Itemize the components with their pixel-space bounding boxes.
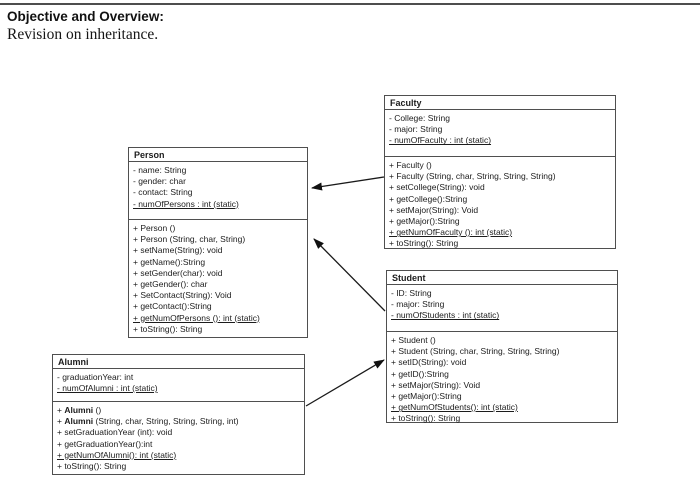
uml-method: + getNumOfAlumni(): int (static) xyxy=(57,449,177,460)
person-methods-section: + Person ()+ Person (String, char, Strin… xyxy=(129,220,307,338)
uml-method: + setMajor(String): Void xyxy=(389,204,479,215)
uml-attribute: - major: String xyxy=(391,299,445,310)
uml-attribute: - name: String xyxy=(133,165,187,175)
uml-attribute: - numOfPersons : int (static) xyxy=(133,198,239,209)
uml-method: + getID():String xyxy=(391,368,449,379)
uml-method: + setID(String): void xyxy=(391,357,467,368)
uml-attribute: - graduationYear: int xyxy=(57,372,134,382)
uml-method: + Person (String, char, String) xyxy=(133,234,246,245)
class-name-person: Person xyxy=(129,148,307,162)
inheritance-arrow-student-to-person xyxy=(313,238,386,312)
class-box-person: Person- name: String- gender: char- cont… xyxy=(128,147,308,338)
uml-method: + Faculty (String, char, String, String,… xyxy=(389,171,556,182)
uml-method: + toString(): String xyxy=(391,413,461,424)
class-name-faculty: Faculty xyxy=(385,96,615,110)
student-attributes-section: - ID: String- major: String- numOfStuden… xyxy=(387,285,617,332)
uml-method: + Student () xyxy=(391,335,436,345)
class-name-alumni: Alumni xyxy=(53,355,304,369)
uml-method: + setGraduationYear (int): void xyxy=(57,427,173,438)
uml-method: + getContact():String xyxy=(133,301,212,312)
class-name-student: Student xyxy=(387,271,617,285)
uml-method: + getGender(): char xyxy=(133,279,208,290)
uml-attribute: - numOfAlumni : int (static) xyxy=(57,383,158,394)
uml-attribute: - College: String xyxy=(389,113,450,123)
faculty-methods-section: + Faculty ()+ Faculty (String, char, Str… xyxy=(385,157,615,250)
uml-method: + getMajor():String xyxy=(391,391,462,402)
uml-attribute: - numOfFaculty : int (static) xyxy=(389,135,492,146)
uml-method: + SetContact(String): Void xyxy=(133,290,232,301)
student-methods-section: + Student ()+ Student (String, char, Str… xyxy=(387,332,617,424)
person-attributes-section: - name: String- gender: char- contact: S… xyxy=(129,162,307,220)
page-subtitle: Revision on inheritance. xyxy=(7,26,159,43)
top-divider-rule xyxy=(0,3,700,5)
uml-method: + setCollege(String): void xyxy=(389,182,485,193)
uml-method: + getCollege():String xyxy=(389,193,468,204)
alumni-methods-section: + Alumni ()+ Alumni (String, char, Strin… xyxy=(53,402,304,476)
uml-method: + toString(): String xyxy=(133,323,203,334)
uml-attribute: - gender: char xyxy=(133,176,186,187)
class-box-student: Student- ID: String- major: String- numO… xyxy=(386,270,618,423)
uml-method: + getName():String xyxy=(133,256,206,267)
uml-method: + setName(String): void xyxy=(133,245,223,256)
uml-method: + getNumOfFaculty (): int (static) xyxy=(389,227,513,238)
uml-attribute: - contact: String xyxy=(133,187,193,198)
alumni-attributes-section: - graduationYear: int- numOfAlumni : int… xyxy=(53,369,304,402)
inheritance-arrow-alumni-to-student xyxy=(305,359,385,407)
uml-method: + setMajor(String): Void xyxy=(391,379,481,390)
class-box-faculty: Faculty- College: String- major: String-… xyxy=(384,95,616,249)
uml-method: + toString(): String xyxy=(389,238,459,249)
uml-method: + Alumni () xyxy=(57,405,102,415)
page-title: Objective and Overview: xyxy=(7,9,164,24)
inheritance-arrow-faculty-to-person xyxy=(311,176,385,191)
uml-method: + getNumOfPersons (): int (static) xyxy=(133,312,260,323)
uml-method: + getNumOfStudents(): int (static) xyxy=(391,402,518,413)
uml-method: + Student (String, char, String, String,… xyxy=(391,346,560,357)
uml-method: + toString(): String xyxy=(57,461,127,472)
uml-method: + Faculty () xyxy=(389,160,432,170)
uml-method: + setGender(char): void xyxy=(133,267,223,278)
uml-attribute: - numOfStudents : int (static) xyxy=(391,310,500,321)
class-box-alumni: Alumni- graduationYear: int- numOfAlumni… xyxy=(52,354,305,475)
uml-method: + Alumni (String, char, String, String, … xyxy=(57,416,239,427)
uml-method: + getGraduationYear():int xyxy=(57,438,153,449)
uml-method: + getMajor():String xyxy=(389,216,460,227)
faculty-attributes-section: - College: String- major: String- numOfF… xyxy=(385,110,615,157)
uml-attribute: - ID: String xyxy=(391,288,432,298)
uml-method: + Person () xyxy=(133,223,176,233)
uml-attribute: - major: String xyxy=(389,124,443,135)
